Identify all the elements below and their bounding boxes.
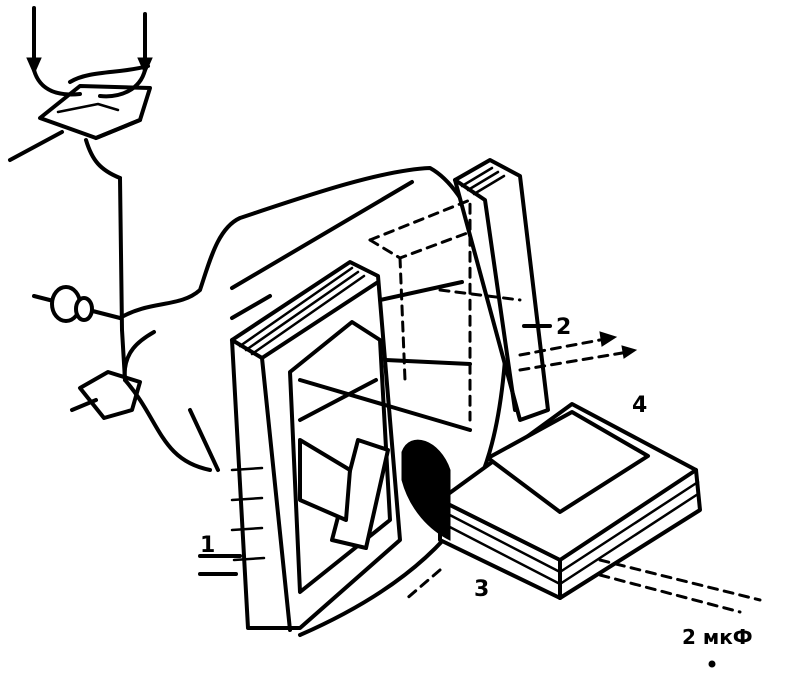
label-coil-1: 1 bbox=[200, 533, 215, 558]
output-leads bbox=[403, 558, 762, 614]
front-core bbox=[230, 260, 402, 632]
labels: 1 2 3 4 2 мкФ bbox=[198, 315, 753, 668]
bottom-core bbox=[401, 402, 702, 600]
label-coil-3: 3 bbox=[474, 577, 489, 602]
label-coil-2: 2 bbox=[556, 315, 571, 340]
input-wires bbox=[26, 6, 153, 76]
label-capacitor: 2 мкФ bbox=[682, 625, 753, 649]
label-coil-4: 4 bbox=[632, 393, 647, 418]
switch-fork bbox=[8, 64, 152, 180]
rods bbox=[188, 280, 472, 472]
insulator-column bbox=[32, 176, 156, 420]
